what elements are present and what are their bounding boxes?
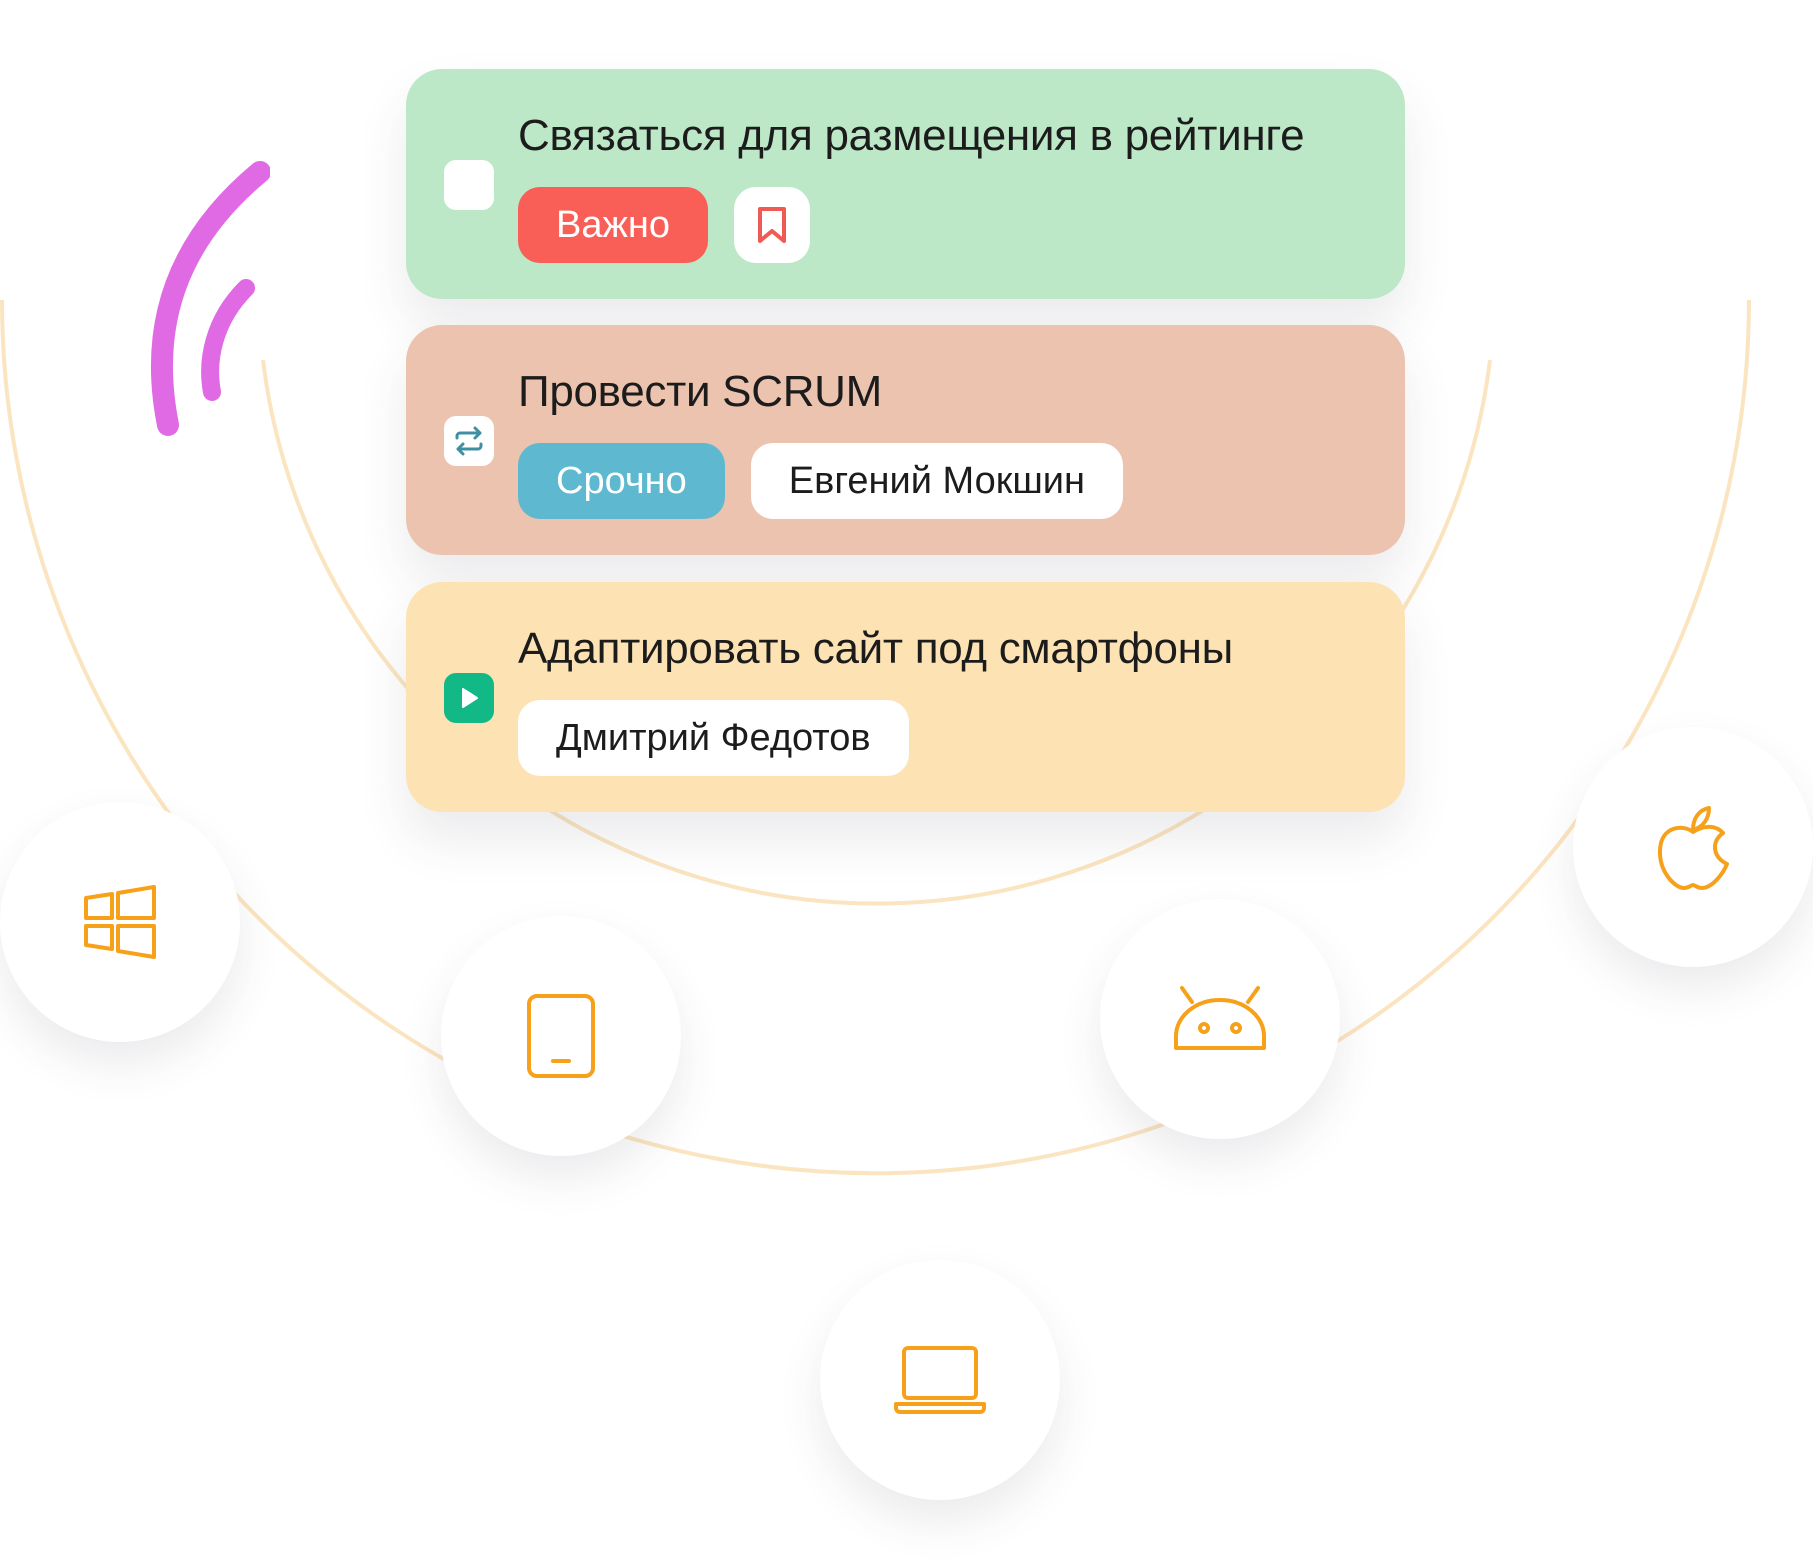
task-card-scrum[interactable]: Провести SCRUM Срочно Евгений Мокшин: [406, 325, 1405, 555]
laptop-icon: [894, 1346, 986, 1414]
task-tags: Дмитрий Федотов: [518, 700, 909, 776]
repeat-status-box[interactable]: [444, 416, 494, 466]
task-card-contact-rating[interactable]: Связаться для размещения в рейтинге Важн…: [406, 69, 1405, 299]
task-title: Провести SCRUM: [518, 367, 882, 416]
tablet-icon: [527, 994, 595, 1078]
outer-orbit-ring: [0, 299, 1751, 1176]
task-card-adapt-site[interactable]: Адаптировать сайт под смартфоны Дмитрий …: [406, 582, 1405, 812]
android-icon: [1174, 986, 1266, 1050]
play-icon: [462, 688, 478, 708]
platform-apple[interactable]: [1573, 727, 1813, 967]
platform-laptop[interactable]: [820, 1260, 1060, 1500]
task-title: Адаптировать сайт под смартфоны: [518, 624, 1234, 673]
assignee-tag[interactable]: Евгений Мокшин: [750, 443, 1124, 519]
platform-windows[interactable]: [0, 802, 240, 1042]
task-title: Связаться для размещения в рейтинге: [518, 111, 1305, 160]
windows-icon: [84, 885, 156, 959]
repeat-icon: [455, 426, 483, 456]
assignee-tag[interactable]: Дмитрий Федотов: [518, 700, 909, 776]
apple-icon: [1657, 806, 1729, 890]
unchecked-checkbox-icon[interactable]: [444, 160, 494, 210]
priority-tag-urgent[interactable]: Срочно: [518, 443, 725, 519]
bookmark-icon: [758, 207, 787, 243]
play-status-box[interactable]: [444, 673, 494, 723]
task-tags: Срочно Евгений Мокшин: [518, 443, 1124, 519]
platform-android[interactable]: [1100, 899, 1340, 1139]
bookmark-button[interactable]: [734, 187, 811, 263]
priority-tag-important[interactable]: Важно: [518, 187, 709, 263]
brush-stroke-decoration: [150, 161, 270, 436]
platform-tablet[interactable]: [441, 916, 681, 1156]
task-tags: Важно: [518, 187, 811, 263]
